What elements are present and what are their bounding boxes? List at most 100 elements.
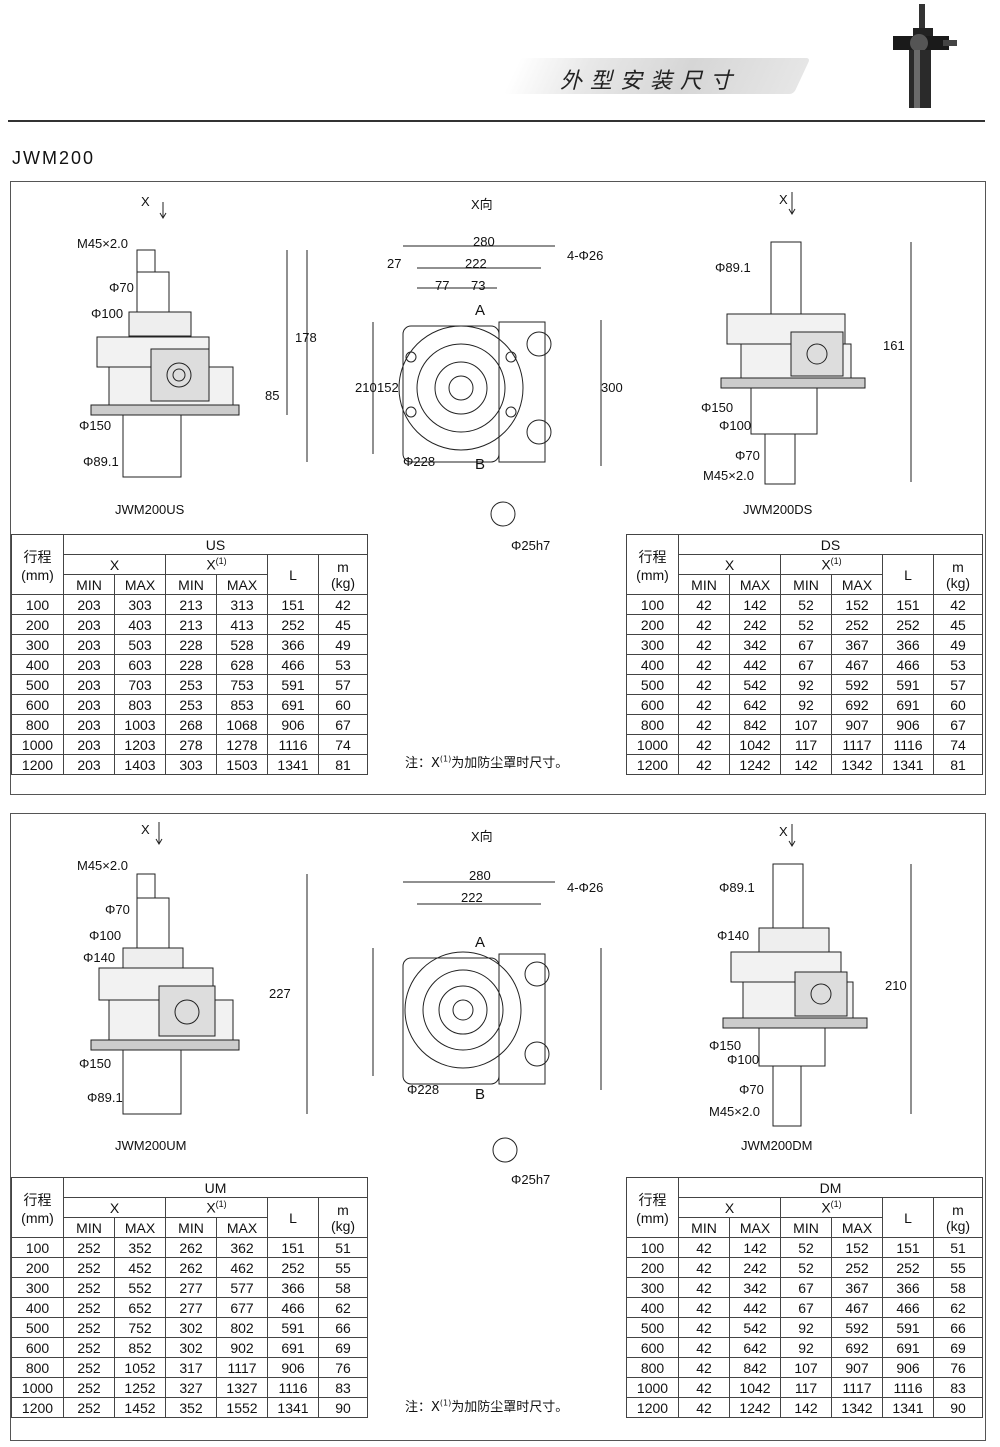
table-cell: 577 <box>216 1277 268 1298</box>
stroke-label: 行程 <box>23 548 52 565</box>
table-cell: 1116 <box>267 1377 319 1398</box>
min-header: MIN <box>678 574 730 595</box>
table-cell: 53 <box>318 654 368 675</box>
dim-222: 222 <box>465 256 487 271</box>
max-header: MAX <box>216 574 268 595</box>
table-cell: 252 <box>267 614 319 635</box>
table-cell: 1000 <box>626 1377 679 1398</box>
table-cell: 76 <box>318 1357 368 1378</box>
table-cell: 1278 <box>216 734 268 755</box>
table-cell: 400 <box>626 654 679 675</box>
table-cell: 252 <box>63 1377 115 1398</box>
table-cell: 203 <box>63 714 115 735</box>
table-header-row: 行程(mm)UM <box>11 1177 368 1238</box>
table-cell: 1116 <box>882 1377 934 1398</box>
table-cell: 1042 <box>729 1377 781 1398</box>
section-title: 外型安装尺寸 <box>503 58 811 94</box>
table-cell: 200 <box>626 614 679 635</box>
table-cell: 253 <box>165 674 217 695</box>
stroke-label: 行程 <box>23 1191 52 1208</box>
d228-label-2: Φ228 <box>407 1082 440 1097</box>
min-header: MIN <box>165 574 217 595</box>
table-cell: 1200 <box>626 1397 679 1418</box>
table-cell: 74 <box>933 734 983 755</box>
table-cell: 81 <box>933 754 983 775</box>
table-cell: 500 <box>11 674 64 695</box>
table-cell: 252 <box>63 1337 115 1358</box>
stroke-header: 行程(mm) <box>626 534 679 595</box>
table-cell: 600 <box>11 694 64 715</box>
table-cell: 277 <box>165 1297 217 1318</box>
table-cell: 92 <box>780 1317 832 1338</box>
x-header: X <box>678 1197 781 1218</box>
table-title: US <box>63 534 368 555</box>
table-cell: 107 <box>780 714 832 735</box>
x-header: X <box>63 1197 166 1218</box>
table-cell: 542 <box>729 674 781 695</box>
table-cell: 200 <box>626 1257 679 1278</box>
l-header: L <box>267 554 319 595</box>
table-cell: 303 <box>114 594 166 615</box>
table-cell: 1242 <box>729 754 781 775</box>
table-cell: 800 <box>11 1357 64 1378</box>
dm-drawing-name: JWM200DM <box>741 1138 813 1153</box>
table-cell: 228 <box>165 654 217 675</box>
table-cell: 352 <box>165 1397 217 1418</box>
table-cell: 592 <box>831 674 883 695</box>
table-cell: 252 <box>831 614 883 635</box>
table-cell: 503 <box>114 634 166 655</box>
table-cell: 1203 <box>114 734 166 755</box>
table-cell: 252 <box>63 1257 115 1278</box>
d100-label-um: Φ100 <box>89 928 122 943</box>
table-title: DM <box>678 1177 983 1198</box>
table-cell: 200 <box>11 614 64 635</box>
table-cell: 691 <box>882 1337 934 1358</box>
table-cell: 268 <box>165 714 217 735</box>
table-cell: 413 <box>216 614 268 635</box>
dim-77: 77 <box>435 278 450 293</box>
table-cell: 467 <box>831 1297 883 1318</box>
table-cell: 1000 <box>626 734 679 755</box>
stroke-label: 行程 <box>638 548 667 565</box>
table-cell: 906 <box>882 714 934 735</box>
table-cell: 800 <box>11 714 64 735</box>
table-cell: 1341 <box>882 1397 934 1418</box>
table-cell: 692 <box>831 1337 883 1358</box>
x-arrow-label-um: X <box>141 822 150 837</box>
thread-label: M45×2.0 <box>77 236 128 251</box>
table-cell: 203 <box>63 674 115 695</box>
m-header: m(kg) <box>318 554 368 595</box>
dim-300: 300 <box>601 380 623 395</box>
table-cell: 1452 <box>114 1397 166 1418</box>
table-cell: 642 <box>729 694 781 715</box>
table-cell: 1117 <box>831 1377 883 1398</box>
stroke-label: 行程 <box>638 1191 667 1208</box>
label-a: A <box>475 302 486 319</box>
table-cell: 342 <box>729 634 781 655</box>
table-cell: 278 <box>165 734 217 755</box>
table-cell: 42 <box>318 594 368 615</box>
table-cell: 692 <box>831 694 883 715</box>
table-cell: 69 <box>933 1337 983 1358</box>
table-cell: 1327 <box>216 1377 268 1398</box>
table-cell: 42 <box>678 1337 730 1358</box>
table-cell: 42 <box>678 1237 730 1258</box>
table-cell: 42 <box>678 734 730 755</box>
table-cell: 57 <box>318 674 368 695</box>
table-cell: 906 <box>267 714 319 735</box>
table-cell: 1252 <box>114 1377 166 1398</box>
table-cell: 628 <box>216 654 268 675</box>
m-label: m <box>952 1201 964 1218</box>
x-header: X <box>63 554 166 575</box>
